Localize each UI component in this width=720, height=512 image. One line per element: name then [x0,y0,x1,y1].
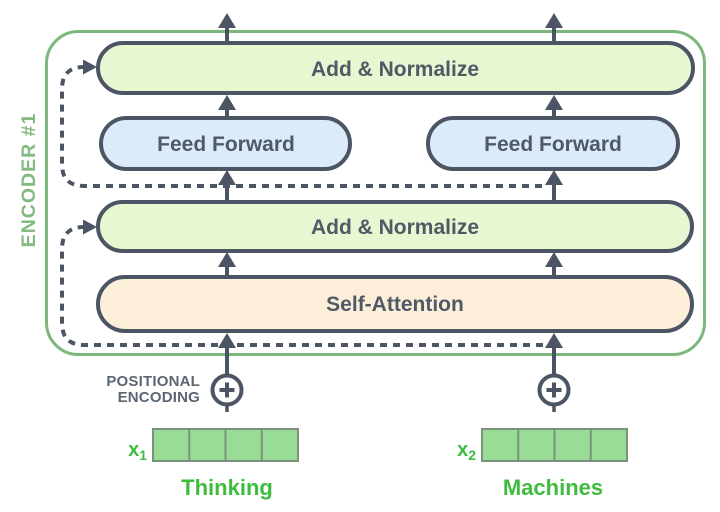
arrow-exit-left-head [218,13,236,28]
positional-encoding-line1: POSITIONAL [106,373,200,390]
positional-encoding-label: POSITIONAL ENCODING [106,373,200,406]
layer-self-attention: Self-Attention [96,275,694,333]
token-x1-letter: x [128,439,139,461]
plus-glyph-left [219,382,235,398]
positional-encoding-line2: ENCODING [118,389,200,406]
positional-add-icon [537,373,571,412]
token-x1: x1 Thinking [128,428,299,500]
arrow-ffr-to-addnorm-head [545,95,563,110]
self-attention-box [96,275,694,333]
token-x1-word: Thinking [181,475,273,500]
arrow-exit-right-head [545,13,563,28]
add-normalize-top-box [96,41,695,95]
arrow-attn-to-addnorm-left-head [218,252,236,267]
token-x2: x2 Machines [457,428,628,500]
residual-arrowhead-bottom [83,219,97,235]
plus-glyph-right [546,382,562,398]
token-x1-subscript: 1 [139,447,147,463]
token-x2-symbol: x2 [457,439,476,463]
feed-forward-left-label: Feed Forward [157,133,295,156]
add-normalize-bottom-box [96,200,694,253]
arrow-addnorm-to-ffl-head [218,170,236,185]
token-x2-letter: x [457,439,468,461]
arrow-attn-to-addnorm-right-head [545,252,563,267]
residual-arrowhead-top [83,59,97,75]
self-attention-label: Self-Attention [326,293,464,316]
encoder-block-border [45,30,706,356]
positional-add-icon [210,373,244,412]
flow-arrows [218,13,563,375]
token-x2-subscript: 2 [468,447,476,463]
token-x1-symbol: x1 [128,439,147,463]
layer-feed-forward-right: Feed Forward [426,116,680,171]
encoder-label: ENCODER #1 [18,113,40,248]
arrow-input-right-head [545,333,563,348]
arrow-input-left-head [218,333,236,348]
layer-feed-forward-left: Feed Forward [99,116,352,171]
feed-forward-right-label: Feed Forward [484,133,622,156]
layer-add-normalize-top: Add & Normalize [96,41,695,95]
add-normalize-top-label: Add & Normalize [311,58,479,81]
layer-add-normalize-bottom: Add & Normalize [96,200,694,253]
arrow-addnorm-to-ffr-head [545,170,563,185]
add-normalize-bottom-label: Add & Normalize [311,216,479,239]
token-x2-word: Machines [503,475,603,500]
arrow-ffl-to-addnorm-head [218,95,236,110]
